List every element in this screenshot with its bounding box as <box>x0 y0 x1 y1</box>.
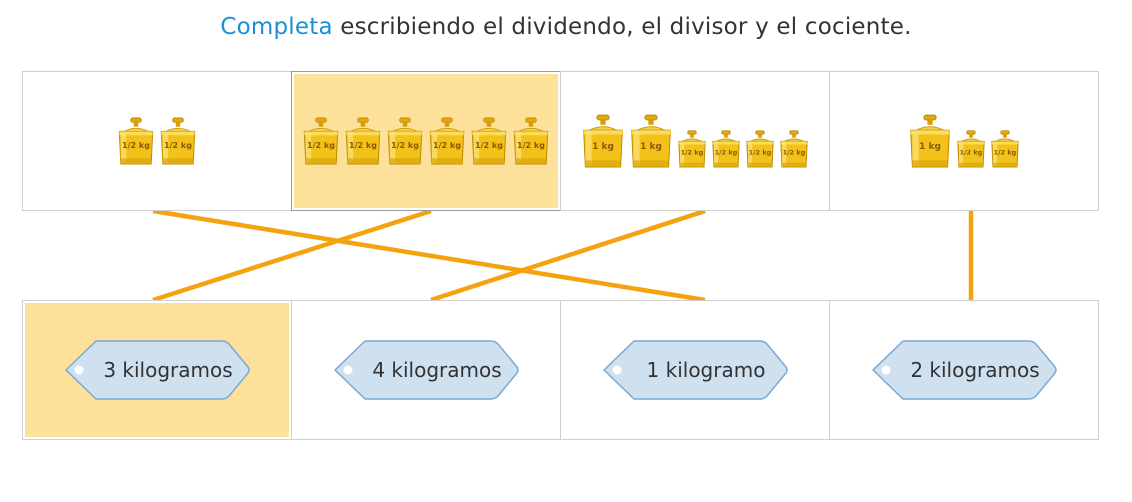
weights-group-1: 1/2 kg 1/2 kg <box>117 117 197 165</box>
weight-icon: 1/2 kg <box>118 117 154 165</box>
tag-shape <box>603 340 788 400</box>
weight-label: 1/2 kg <box>349 141 377 150</box>
connection-line <box>430 208 706 303</box>
answer-tag-3[interactable]: 1 kilogramo <box>600 337 790 403</box>
instruction-text: Completa escribiendo el dividendo, el di… <box>0 14 1132 40</box>
weight-icon: 1/2 kg <box>160 117 196 165</box>
answer-card-2[interactable]: 4 kilogramos <box>291 300 561 440</box>
weight-icon: 1 kg <box>631 114 671 168</box>
weights-group-3: 1 kg 1 kg 1/2 kg 1/2 kg 1/2 kg 1/2 kg <box>581 114 809 168</box>
weights-card-3[interactable]: 1 kg 1 kg 1/2 kg 1/2 kg 1/2 kg 1/2 kg <box>560 71 830 211</box>
weight-label: 1/2 kg <box>122 141 150 150</box>
weight-label: 1/2 kg <box>749 149 772 157</box>
connection-line <box>152 208 706 303</box>
answer-card-3[interactable]: 1 kilogramo <box>560 300 830 440</box>
weight-label: 1/2 kg <box>783 149 806 157</box>
connection-line <box>152 208 432 303</box>
weight-label: 1/2 kg <box>391 141 419 150</box>
weight-icon: 1/2 kg <box>746 130 774 168</box>
answer-card-1[interactable]: 3 kilogramos <box>22 300 292 440</box>
weight-label: 1/2 kg <box>307 141 335 150</box>
weight-icon: 1/2 kg <box>513 117 549 165</box>
weight-icon: 1/2 kg <box>678 130 706 168</box>
weights-group-4: 1 kg 1/2 kg 1/2 kg <box>908 114 1020 168</box>
weight-icon: 1/2 kg <box>957 130 985 168</box>
answer-label-3: 1 kilogramo <box>646 358 766 382</box>
weight-label: 1/2 kg <box>164 141 192 150</box>
weight-label: 1/2 kg <box>475 141 503 150</box>
weights-card-1[interactable]: 1/2 kg 1/2 kg <box>22 71 292 211</box>
answer-tag-2[interactable]: 4 kilogramos <box>331 337 521 403</box>
answer-label-1: 3 kilogramos <box>103 358 233 382</box>
weight-label: 1 kg <box>919 142 941 152</box>
tag-shape <box>65 340 250 400</box>
tag-hole-icon <box>881 365 891 375</box>
instruction-keyword: Completa <box>220 14 333 40</box>
answer-label-4: 2 kilogramos <box>910 358 1040 382</box>
weights-card-2[interactable]: 1/2 kg 1/2 kg 1/2 kg 1/2 kg 1/2 kg 1/2 kg <box>291 71 561 211</box>
instruction-body: escribiendo el dividendo, el divisor y e… <box>332 14 912 40</box>
tag-shape <box>334 340 519 400</box>
weight-label: 1/2 kg <box>994 149 1017 157</box>
weight-icon: 1/2 kg <box>387 117 423 165</box>
weight-icon: 1/2 kg <box>429 117 465 165</box>
tag-hole-icon <box>74 365 84 375</box>
weight-icon: 1/2 kg <box>303 117 339 165</box>
weight-icon: 1 kg <box>583 114 623 168</box>
weight-icon: 1/2 kg <box>780 130 808 168</box>
weight-icon: 1/2 kg <box>712 130 740 168</box>
weight-label: 1/2 kg <box>960 149 983 157</box>
weight-icon: 1/2 kg <box>991 130 1019 168</box>
weight-label: 1/2 kg <box>715 149 738 157</box>
answer-tag-4[interactable]: 2 kilogramos <box>869 337 1059 403</box>
tag-hole-icon <box>612 365 622 375</box>
weights-group-2: 1/2 kg 1/2 kg 1/2 kg 1/2 kg 1/2 kg 1/2 kg <box>302 117 550 165</box>
selection-highlight <box>294 74 558 208</box>
weight-label: 1/2 kg <box>517 141 545 150</box>
weight-label: 1 kg <box>640 142 662 152</box>
weight-icon: 1 kg <box>910 114 950 168</box>
weight-label: 1/2 kg <box>681 149 704 157</box>
weights-card-4[interactable]: 1 kg 1/2 kg 1/2 kg <box>829 71 1099 211</box>
answers-row: 3 kilogramos 4 kilogramos 1 kilogramo 2 … <box>22 300 1102 440</box>
answer-label-2: 4 kilogramos <box>372 358 502 382</box>
answer-tag-1[interactable]: 3 kilogramos <box>62 337 252 403</box>
tag-hole-icon <box>343 365 353 375</box>
weight-label: 1/2 kg <box>433 141 461 150</box>
weight-label: 1 kg <box>592 142 614 152</box>
weight-icon: 1/2 kg <box>471 117 507 165</box>
tag-shape <box>872 340 1057 400</box>
weight-icon: 1/2 kg <box>345 117 381 165</box>
answer-card-4[interactable]: 2 kilogramos <box>829 300 1099 440</box>
